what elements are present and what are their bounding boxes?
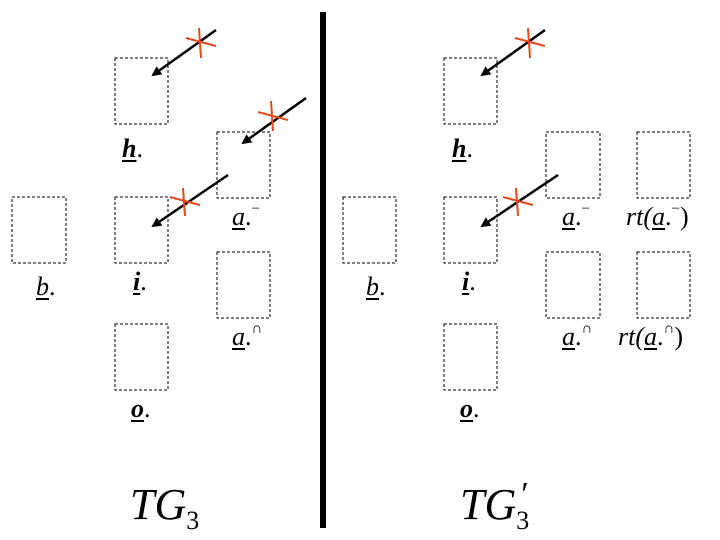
label-a-cap-left: a.∩ [232, 321, 263, 351]
cross-i-right [502, 187, 534, 217]
right-panel-crosses [502, 27, 546, 217]
left-panel-arrows [151, 28, 307, 228]
label-i-right: i. [462, 267, 476, 296]
box-a-cap-right [545, 251, 601, 319]
cross-h-right [514, 27, 546, 59]
label-b-right: b. [366, 272, 386, 301]
cross-a-minus-left [257, 100, 289, 132]
label-h-right: h. [452, 134, 473, 163]
label-a-cap-right: a.∩ [562, 321, 593, 351]
label-b-left: b. [36, 272, 56, 301]
arrow-to-h-left [151, 28, 217, 77]
right-panel-arrows [480, 28, 559, 228]
box-a-cap-left [216, 251, 271, 319]
box-b-left [11, 196, 67, 264]
left-panel-crosses [169, 27, 289, 217]
box-a-minus-left [216, 131, 271, 199]
box-h-left [114, 57, 169, 125]
cross-i-left [169, 187, 201, 217]
box-rt-a-cap-right [636, 251, 691, 319]
box-i-left [114, 196, 169, 264]
box-a-minus-right [545, 131, 601, 199]
box-b-right [342, 196, 397, 264]
box-o-right [443, 323, 498, 391]
box-rt-a-minus-right [636, 131, 691, 199]
label-rt-a-cap-right: rt(a.∩) [618, 321, 684, 351]
arrow-to-i-left [151, 173, 229, 228]
left-panel-boxes [11, 57, 271, 391]
label-h-left: h. [122, 134, 143, 163]
box-o-left [114, 323, 169, 391]
label-o-left: o. [131, 394, 151, 423]
label-i-left: i. [133, 267, 147, 296]
label-o-right: o. [460, 394, 480, 423]
label-a-minus-right: a.− [562, 201, 590, 231]
arrow-to-h-right [480, 28, 546, 77]
caption-left: TG3 [130, 480, 200, 535]
box-i-right [443, 196, 498, 264]
box-h-right [443, 57, 498, 125]
cross-h-left [185, 27, 217, 59]
caption-right: TG3′ [460, 476, 530, 535]
right-panel-boxes [342, 57, 691, 391]
arrow-to-a-minus-left [241, 96, 307, 145]
label-rt-a-minus-right: rt(a.−) [626, 201, 689, 231]
label-a-minus-left: a.− [232, 201, 260, 231]
